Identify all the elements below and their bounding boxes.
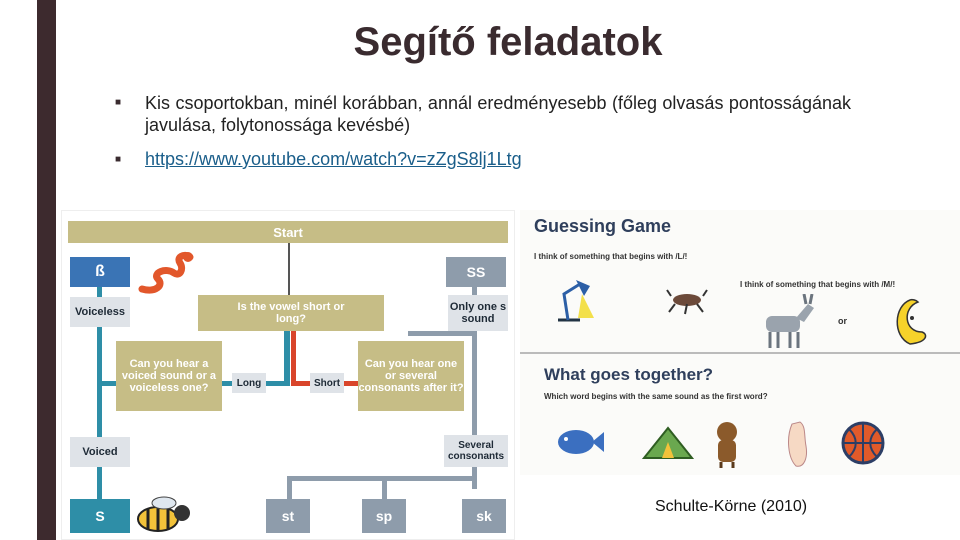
snake-icon (138, 251, 194, 294)
ball-icon (841, 421, 885, 465)
s-box: S (70, 499, 130, 533)
sp-box: sp (362, 499, 406, 533)
connector-line (288, 243, 290, 295)
guessing-line-2: I think of something that begins with /M… (740, 280, 896, 289)
connector-line (291, 331, 296, 386)
long-box: Long (232, 373, 266, 393)
youtube-link[interactable]: https://www.youtube.com/watch?v=zZgS8lj1… (145, 149, 522, 169)
bullet-text: Kis csoportokban, minél korábban, annál … (145, 93, 851, 135)
flowchart-image: Start ß SS Voiceless Is the vowel short … (61, 210, 515, 540)
what-goes-together-title: What goes together? (544, 365, 714, 384)
start-box: Start (68, 221, 508, 243)
tent-icon (641, 426, 695, 459)
wasp-icon (137, 496, 190, 532)
divider (520, 352, 960, 354)
consonants-question-box: Can you hear one or several consonants a… (358, 341, 464, 411)
short-box: Short (310, 373, 344, 393)
lamp-icon (558, 280, 594, 322)
slide-title: Segítő feladatok (353, 20, 663, 64)
connector-line (382, 476, 387, 501)
only-one-box: Only one s sound (448, 295, 508, 331)
or-label: or (838, 316, 847, 326)
louse-icon (666, 289, 708, 315)
vowel-question-box: Is the vowel short or long? (198, 295, 384, 331)
image-credit: Schulte-Körne (2010) (655, 498, 808, 515)
donkey-icon (766, 294, 814, 348)
left-accent-bar (37, 0, 56, 540)
guessing-game-image: Guessing Game I think of something that … (520, 210, 960, 475)
foot-icon (788, 421, 807, 467)
connector-line (102, 381, 118, 386)
connector-line (284, 331, 290, 386)
connector-line (287, 476, 292, 501)
guessing-game-title: Guessing Game (534, 216, 672, 236)
st-box: st (266, 499, 310, 533)
fish-icon (558, 430, 604, 454)
several-consonants-box: Several consonants (444, 435, 508, 467)
eszett-box: ß (70, 257, 130, 287)
connector-line (472, 259, 477, 489)
what-goes-together-line: Which word begins with the same sound as… (544, 392, 768, 401)
connector-line (408, 331, 474, 336)
ss-box: SS (446, 257, 506, 287)
bullet-marker: ■ (115, 154, 122, 165)
dog-icon (717, 422, 737, 468)
voiceless-box: Voiceless (70, 297, 130, 327)
sk-box: sk (462, 499, 506, 533)
bullet-marker: ■ (115, 97, 122, 108)
connector-line (97, 259, 102, 517)
guessing-line-1: I think of something that begins with /L… (534, 252, 688, 261)
moon-icon (896, 298, 927, 345)
voiced-question-box: Can you hear a voiced sound or a voicele… (116, 341, 222, 411)
voiced-box: Voiced (70, 437, 130, 467)
